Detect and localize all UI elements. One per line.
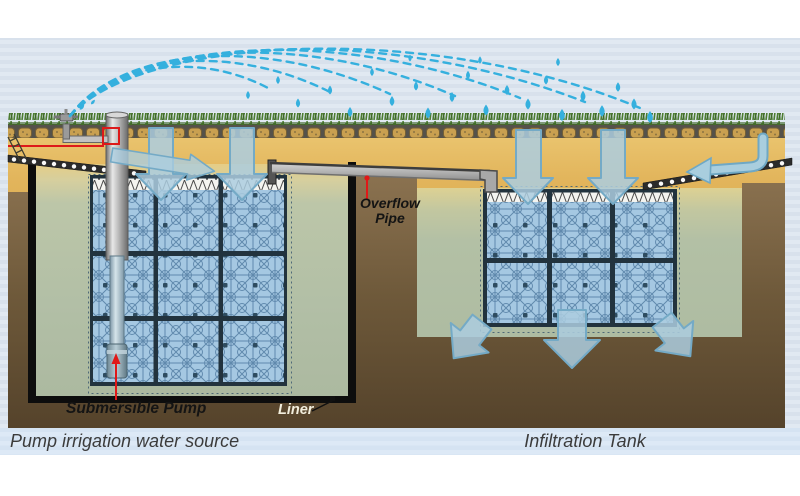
spray-arcs [68, 47, 642, 118]
grass-base [8, 122, 785, 125]
soil-column-between-tanks [356, 172, 417, 342]
submersible-pump-pointer [111, 353, 121, 400]
overflow-pipe-label: Overflow Pipe [351, 196, 429, 225]
overflow-pipe-label-line2: Pipe [375, 209, 405, 226]
pump-riser-pipe [105, 111, 129, 261]
submersible-pump-assembly [106, 255, 128, 379]
overflow-pipe-label-line1: Overflow [360, 195, 420, 211]
liner-pointer [311, 396, 335, 412]
liner-label: Liner [278, 402, 314, 418]
infiltration-arrow-down-left [449, 313, 493, 360]
top-margin [0, 0, 800, 38]
caption-pump-irrigation: Pump irrigation water source [10, 431, 240, 451]
surface-infiltration-arrows [135, 127, 639, 205]
crate-modules-right [483, 189, 677, 327]
red-cable [8, 127, 120, 147]
infiltration-arrow-down [543, 309, 601, 369]
down-arrow-right-2 [587, 129, 639, 205]
sprinkler-supply-pipe [62, 123, 109, 143]
soil-column-right [742, 183, 785, 343]
down-arrow-right-1 [502, 129, 554, 205]
inflow-arrow-left [109, 147, 216, 181]
submersible-pump-label: Submersible Pump [66, 400, 207, 417]
access-ladder-icon [7, 133, 27, 162]
overflow-pipe-elbow [479, 169, 498, 193]
inflow-arrow-right [685, 132, 769, 185]
overflow-pipe-pointer [364, 175, 370, 200]
pebble-layer [8, 124, 785, 138]
infiltration-arrow-down-right [651, 311, 695, 358]
bottom-infiltration-arrows [449, 309, 695, 369]
caption-strip [0, 428, 800, 455]
down-arrow-left-2 [216, 127, 268, 201]
pump-tank-liner [28, 162, 356, 403]
bottom-margin [0, 455, 800, 496]
caption-infiltration-tank: Infiltration Tank [524, 431, 646, 451]
overflow-pipe [267, 159, 498, 193]
crate-top-band-right [487, 192, 673, 202]
geotextile-outline-right [480, 186, 680, 333]
